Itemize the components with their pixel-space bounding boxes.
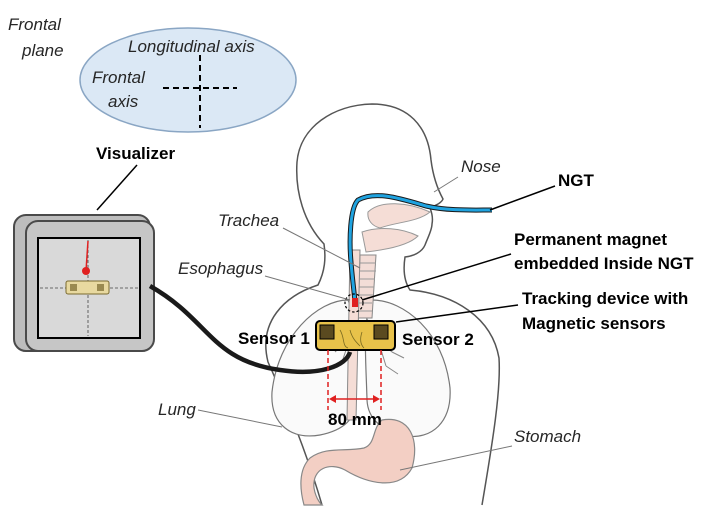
frontal-plane-title-line1: Frontal [8, 15, 61, 34]
frontal-plane-title-line2: plane [22, 41, 64, 60]
sensor-1-label: Sensor 1 [238, 329, 310, 348]
frontal-axis-label-line1: Frontal [92, 68, 145, 87]
trachea-rings [358, 262, 376, 312]
nose-leader [433, 176, 459, 193]
ngt-leader [489, 185, 556, 211]
cable [148, 284, 353, 375]
ngt-label: NGT [558, 171, 594, 190]
frontal-axis-label-line2: axis [108, 92, 139, 111]
longitudinal-axis-label: Longitudinal axis [128, 37, 255, 56]
esophagus-label: Esophagus [178, 259, 264, 278]
sensor-2-label: Sensor 2 [402, 330, 474, 349]
trachea-leader [282, 227, 361, 269]
measure-arrowhead-left [329, 395, 336, 403]
magnet-label-line1: Permanent magnet [514, 230, 668, 249]
screen-sensor-right-icon [97, 284, 104, 291]
screen-tube-trace [85, 240, 89, 272]
screen-magnet-dot [82, 267, 90, 275]
nasal-cavity [367, 203, 431, 229]
visualizer-leader [96, 164, 138, 211]
tracking-label-line1: Tracking device with [522, 289, 689, 308]
lung-leader [197, 409, 283, 428]
stomach-label: Stomach [514, 427, 582, 446]
permanent-magnet [352, 298, 358, 307]
stomach-leader [399, 445, 513, 471]
distance-label: 80 mm [328, 410, 382, 429]
sensor-1-chip [319, 324, 335, 340]
sensor-2-chip [373, 324, 389, 340]
esophagus-leader [264, 275, 351, 301]
screen-sensor-left-icon [70, 284, 77, 291]
magnet-label-line2: embedded Inside NGT [514, 254, 694, 273]
tracking-leader [395, 304, 519, 323]
visualizer-label: Visualizer [96, 144, 176, 163]
measure-arrowhead-right [373, 395, 380, 403]
trachea-label: Trachea [218, 211, 280, 230]
stomach [300, 418, 416, 506]
frontal-plane-ellipse [79, 27, 297, 133]
ngt-tube-color [348, 194, 493, 303]
magnet-highlight-circle [344, 293, 364, 313]
nose-label: Nose [461, 157, 501, 176]
lung-label: Lung [158, 400, 196, 419]
board-lung-outline [339, 329, 365, 349]
oral-cavity [361, 228, 419, 253]
tracking-label-line2: Magnetic sensors [522, 314, 666, 333]
magnet-leader [361, 253, 512, 301]
